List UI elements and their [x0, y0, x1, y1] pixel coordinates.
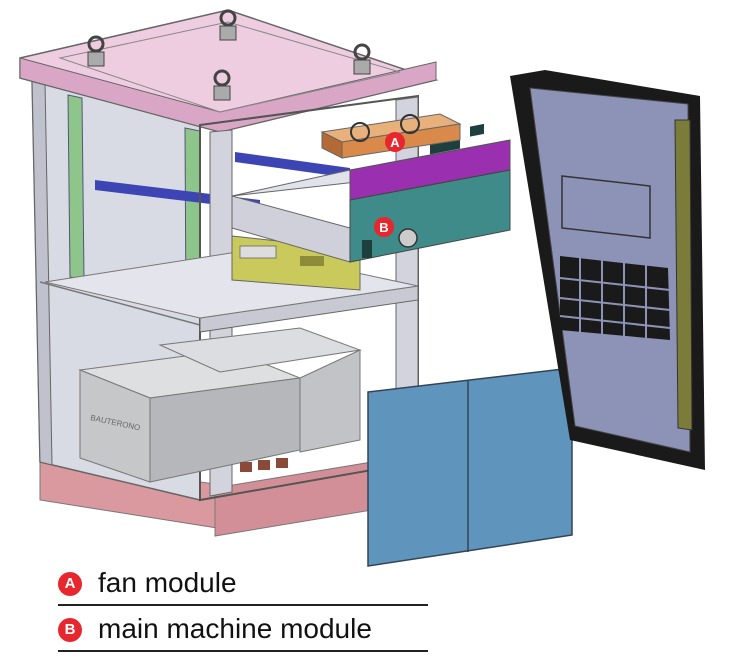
main-machine-module [231, 123, 511, 263]
module-fan-icon [398, 228, 418, 248]
battery-terminals [240, 458, 288, 472]
batteries: BAUTERONO [78, 327, 362, 483]
callout-b-label: B [379, 220, 388, 235]
legend-row-b: B main machine module [58, 612, 428, 652]
callout-a: A [385, 132, 405, 152]
legend-row-a: A fan module [58, 566, 428, 606]
front-bottom-panel [367, 367, 573, 567]
roof [19, 9, 439, 133]
cabinet-exploded-diagram: BAUTERONO A B [19, 9, 705, 567]
callout-b: B [374, 217, 394, 237]
legend-marker-b: B [58, 618, 82, 642]
legend-label-main-machine-module: main machine module [98, 613, 372, 644]
legend-marker-a: A [58, 572, 82, 596]
legend-label-fan-module: fan module [98, 567, 237, 598]
cabinet-door [510, 70, 705, 470]
lifting-eyes [87, 9, 371, 101]
callout-a-label: A [390, 135, 400, 150]
